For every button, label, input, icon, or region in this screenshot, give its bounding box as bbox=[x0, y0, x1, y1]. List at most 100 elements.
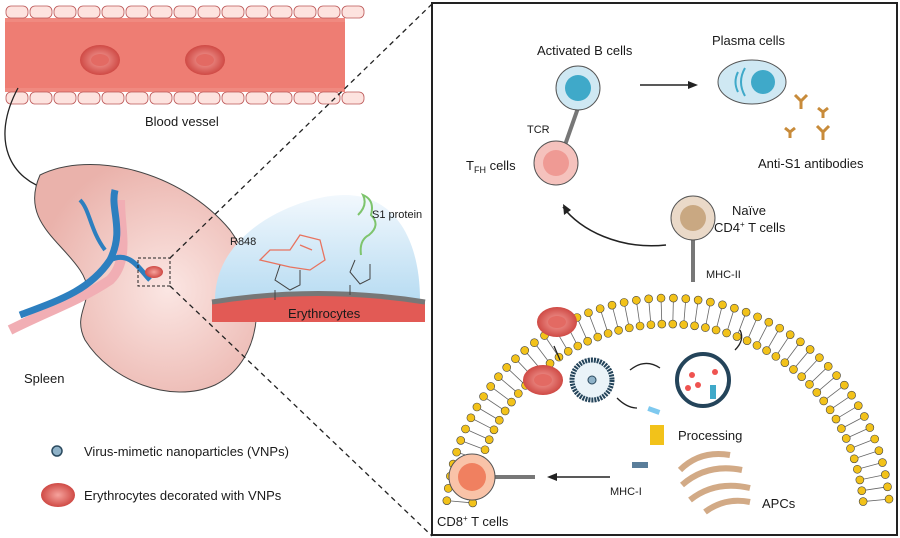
endothelial-cell bbox=[29, 91, 53, 105]
lipid-head bbox=[619, 298, 629, 307]
endothelial-cell bbox=[245, 91, 269, 105]
processing-label: Processing bbox=[678, 428, 742, 443]
nanoparticle-icon bbox=[51, 445, 63, 457]
lipid-head bbox=[753, 312, 762, 322]
lipid-head bbox=[669, 293, 678, 303]
lipid-head bbox=[681, 294, 691, 304]
endothelial-cell bbox=[341, 91, 365, 105]
tfh-cell bbox=[533, 140, 579, 186]
lipid-head bbox=[742, 336, 752, 345]
blood-vessel bbox=[5, 5, 365, 105]
endosome bbox=[569, 357, 615, 403]
endothelial-cell bbox=[77, 91, 101, 105]
lipid-head bbox=[500, 406, 510, 416]
lipid-head bbox=[472, 402, 482, 412]
lipid-head bbox=[805, 345, 815, 354]
lipid-head bbox=[752, 341, 762, 350]
lipid-head bbox=[883, 482, 892, 492]
lipid-head bbox=[624, 323, 634, 333]
endothelial-cell bbox=[341, 5, 365, 19]
endothelial-cell bbox=[149, 5, 173, 19]
erythrocyte-icon bbox=[41, 483, 75, 507]
arrow-head bbox=[547, 473, 557, 481]
lipid-head bbox=[484, 435, 494, 444]
lipid-head bbox=[635, 321, 645, 331]
erythrocyte-surface-inset bbox=[211, 193, 426, 322]
lipid-head bbox=[837, 424, 846, 433]
lipid-head bbox=[797, 372, 806, 381]
lipid-head bbox=[762, 346, 771, 355]
activated-b-cells-label: Activated B cells bbox=[537, 43, 633, 58]
blood-vessel-label: Blood vessel bbox=[145, 114, 219, 129]
lipid-head bbox=[461, 424, 470, 434]
naive-label: Naïve bbox=[732, 203, 766, 218]
legend-item: Virus-mimetic nanoparticles (VNPs) bbox=[51, 444, 289, 459]
lipid-head bbox=[722, 328, 731, 338]
endothelial-cell bbox=[101, 5, 125, 19]
apc-membrane bbox=[442, 293, 894, 508]
lipid-head bbox=[832, 371, 841, 380]
lipid-head bbox=[632, 295, 641, 305]
legend: Virus-mimetic nanoparticles (VNPs) Eryth… bbox=[41, 444, 289, 507]
lipid-head bbox=[741, 307, 751, 317]
tfh-cells-label: TFH cells bbox=[466, 158, 516, 175]
erythrocyte bbox=[80, 45, 225, 75]
lipid-head bbox=[865, 423, 875, 432]
lipid-head bbox=[530, 338, 539, 348]
lipid-head bbox=[780, 358, 790, 367]
lipid-head bbox=[502, 363, 512, 372]
lipid-head bbox=[849, 454, 859, 464]
endothelial-cell bbox=[125, 91, 149, 105]
lipid-head bbox=[614, 326, 623, 335]
lipid-head bbox=[870, 434, 879, 444]
zoom-line bbox=[169, 3, 433, 259]
lipid-head bbox=[732, 332, 742, 341]
lipid-head bbox=[701, 323, 710, 332]
endothelial-cell bbox=[317, 5, 341, 19]
mhc-i-label: MHC-I bbox=[610, 486, 642, 498]
lipid-head bbox=[456, 436, 466, 445]
lipid-head bbox=[730, 303, 739, 313]
lipid-head bbox=[718, 300, 727, 310]
cd8-t-cell bbox=[448, 453, 535, 501]
arrow bbox=[553, 345, 561, 361]
r848-label: R848 bbox=[230, 236, 256, 248]
lipid-head bbox=[479, 392, 488, 401]
lipid-head bbox=[595, 304, 605, 313]
erythrocytes-label: Erythrocytes bbox=[288, 306, 361, 321]
lipid-head bbox=[583, 336, 592, 346]
lipid-head bbox=[796, 337, 805, 347]
lipid-head bbox=[520, 346, 530, 355]
lipid-head bbox=[657, 319, 667, 329]
lipid-head bbox=[466, 413, 476, 423]
lipid-head bbox=[442, 496, 452, 505]
zoom-line bbox=[169, 285, 433, 537]
lipid-head bbox=[825, 405, 835, 415]
lipid-head bbox=[815, 353, 824, 362]
lipid-head bbox=[511, 354, 520, 364]
lipid-head bbox=[489, 425, 499, 435]
spleen-label: Spleen bbox=[24, 371, 64, 386]
lipid-head bbox=[584, 308, 593, 318]
legend-item: Erythrocytes decorated with VNPs bbox=[41, 483, 282, 507]
endothelial-cell bbox=[245, 5, 269, 19]
endothelial-cell bbox=[53, 5, 77, 19]
activated-b-cell bbox=[555, 65, 601, 146]
mhc-ii-label: MHC-II bbox=[706, 269, 741, 281]
endothelial-cell bbox=[293, 91, 317, 105]
endothelial-cell bbox=[293, 5, 317, 19]
cd4-t-cells-label: CD4+ T cells bbox=[714, 220, 786, 235]
lipid-head bbox=[507, 397, 516, 407]
lipid-head bbox=[593, 332, 603, 342]
lipid-head bbox=[857, 486, 867, 495]
plasma-cell bbox=[717, 59, 787, 105]
endothelial-cell bbox=[317, 91, 341, 105]
endothelial-cell bbox=[5, 91, 29, 105]
endothelial-cell bbox=[197, 5, 221, 19]
endothelial-cell bbox=[221, 91, 245, 105]
endothelial-cell bbox=[5, 5, 29, 19]
antibody-icons bbox=[784, 93, 831, 140]
lipid-head bbox=[874, 446, 884, 455]
lipid-head bbox=[785, 330, 795, 339]
lipid-head bbox=[823, 362, 833, 371]
